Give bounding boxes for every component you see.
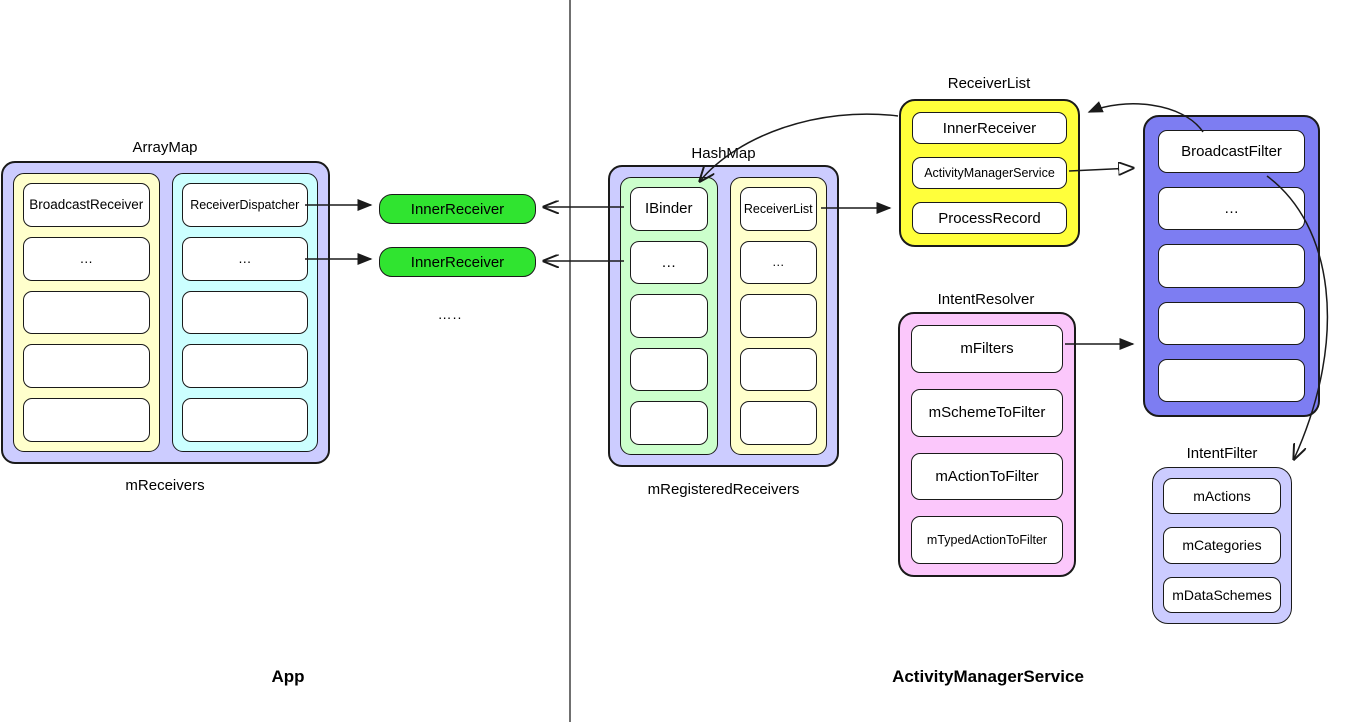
cell: [1158, 358, 1305, 403]
cell: IBinder: [630, 187, 708, 231]
process-divider-line: [569, 0, 571, 722]
cell: [1158, 244, 1305, 288]
cell: [739, 294, 817, 338]
cell: InnerReceiver: [912, 112, 1067, 144]
cell: [23, 290, 150, 335]
cell: [181, 290, 308, 335]
cell: mActionToFilter: [911, 452, 1063, 501]
cell: [181, 398, 308, 442]
intentfilter-box: mActions mCategories mDataSchemes: [1152, 467, 1292, 624]
hashmap-caption: mRegisteredReceivers: [647, 481, 800, 498]
receiverlist-title: ReceiverList: [947, 75, 1031, 92]
cell: mTypedActionToFilter: [911, 516, 1063, 564]
hashmap-title: HashMap: [691, 145, 756, 162]
ams-section-label: ActivityManagerService: [892, 667, 1084, 686]
cell: …: [181, 236, 308, 281]
intentresolver-box: mFilters mSchemeToFilter mActionToFilter mT…: [898, 312, 1076, 577]
cell: …: [630, 240, 708, 285]
cell: mActions: [1163, 478, 1281, 515]
broadcastfilter-box: BroadcastFilter …: [1143, 115, 1320, 417]
arraymap-caption: mReceivers: [125, 477, 205, 494]
cell: [1158, 301, 1305, 345]
cell: [739, 401, 817, 445]
hashmap-key-column: IBinder …: [620, 177, 718, 455]
cell: …: [23, 236, 150, 281]
hashmap-value-column: ReceiverList …: [729, 177, 827, 455]
inner-receiver-node-2: InnerReceiver: [379, 247, 536, 277]
cell: [23, 398, 150, 442]
cell: [630, 347, 708, 392]
cell: …: [1158, 187, 1305, 231]
cell: ProcessRecord: [912, 202, 1067, 234]
intentfilter-title: IntentFilter: [1186, 445, 1258, 462]
intentresolver-title: IntentResolver: [937, 291, 1035, 308]
arraymap-title: ArrayMap: [132, 139, 198, 156]
cell: mCategories: [1163, 527, 1281, 564]
inner-receiver-node-1: InnerReceiver: [379, 194, 536, 224]
cell: [630, 294, 708, 338]
cell: ActivityManagerService: [912, 157, 1067, 189]
cell: mDataSchemes: [1163, 576, 1281, 613]
arraymap-container: BroadcastReceiver … ReceiverDispatcher …: [1, 161, 330, 464]
arraymap-key-column: BroadcastReceiver …: [13, 173, 160, 452]
cell: [630, 401, 708, 445]
cell: [181, 344, 308, 389]
more-receivers-ellipsis: …..: [437, 306, 463, 322]
cell: …: [739, 240, 817, 285]
cell: mSchemeToFilter: [911, 388, 1063, 437]
cell: BroadcastFilter: [1158, 130, 1305, 174]
cell: [23, 344, 150, 389]
cell: BroadcastReceiver: [23, 183, 150, 227]
cell: ReceiverDispatcher: [181, 183, 308, 227]
app-section-label: App: [271, 667, 305, 686]
cell: [739, 347, 817, 392]
cell: ReceiverList: [739, 187, 817, 231]
hashmap-container: IBinder … ReceiverList …: [608, 165, 839, 467]
arraymap-value-column: ReceiverDispatcher …: [171, 173, 318, 452]
cell: mFilters: [911, 325, 1063, 373]
